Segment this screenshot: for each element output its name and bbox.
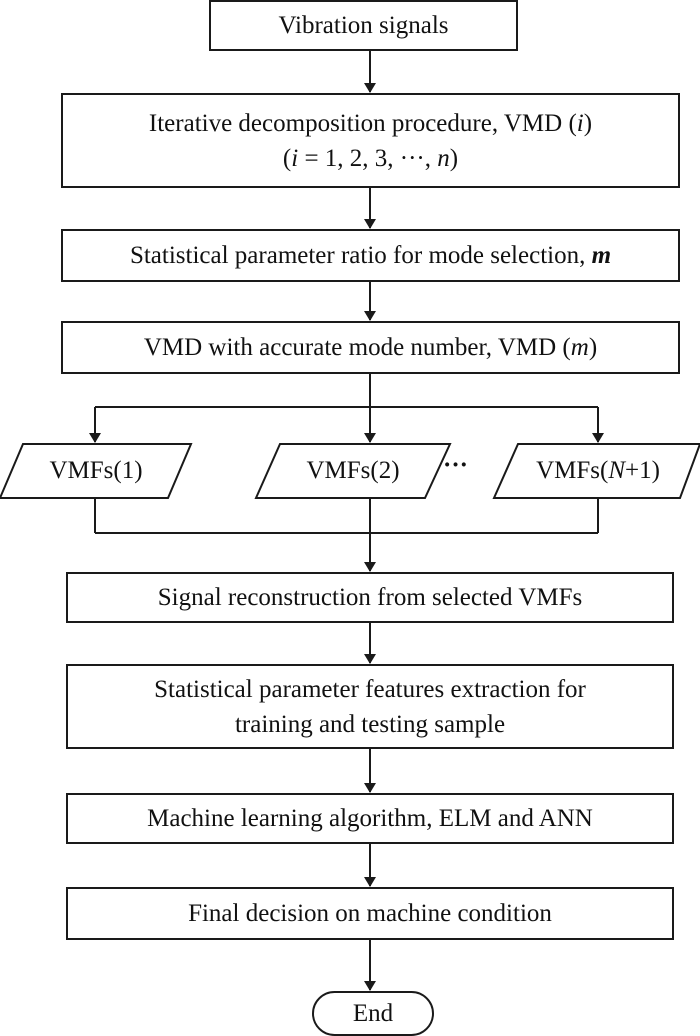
decomposition-text-2c: ) <box>449 144 459 172</box>
end-terminator: End <box>312 991 434 1036</box>
vmfs-ellipsis: ··· <box>443 452 469 479</box>
vmfs-2-parallelogram <box>254 443 452 499</box>
vmfs-2-label: VMFs(2) <box>268 444 438 498</box>
vibration-signals-label: Vibration signals <box>278 12 449 39</box>
vmd-accurate-text: VMD with accurate mode number, VMD ( <box>143 334 571 361</box>
vmd-accurate-var-m: m <box>570 334 589 361</box>
vmfs-n1-var: N <box>608 457 625 484</box>
features-extraction-box: Statistical parameter features extractio… <box>66 664 674 749</box>
vmfs-2-text: VMFs(2) <box>306 457 400 484</box>
vmfs-1-label: VMFs(1) <box>10 444 182 498</box>
ratio-var-m: m <box>591 242 612 269</box>
signal-reconstruction-box: Signal reconstruction from selected VMFs <box>66 572 674 623</box>
vmfs-n1-text: VMFs(N+1) <box>536 457 660 485</box>
decomposition-var-n: n <box>437 144 450 172</box>
decomposition-line-1: Iterative decomposition procedure, VMD (… <box>149 106 592 141</box>
vmd-accurate-label: VMD with accurate mode number, VMD (m) <box>144 330 597 365</box>
vmfs-1-text: VMFs(1) <box>49 457 143 484</box>
vmd-accurate-text-end: ) <box>588 334 598 361</box>
features-line-1: Statistical parameter features extractio… <box>154 675 586 703</box>
machine-learning-box: Machine learning algorithm, ELM and ANN <box>66 793 674 844</box>
signal-reconstruction-label: Signal reconstruction from selected VMFs <box>157 584 583 611</box>
end-label: End <box>352 999 394 1027</box>
vmfs-n1-post: +1) <box>625 457 660 484</box>
decomposition-line-2: (i = 1, 2, 3, ···, n) <box>283 141 458 176</box>
vmd-accurate-box: VMD with accurate mode number, VMD (m) <box>61 321 680 374</box>
vmfs-n1-pre: VMFs( <box>536 457 609 484</box>
machine-learning-label: Machine learning algorithm, ELM and ANN <box>147 805 593 832</box>
iterative-decomposition-box: Iterative decomposition procedure, VMD (… <box>61 93 680 188</box>
parameter-ratio-box: Statistical parameter ratio for mode sel… <box>61 229 680 282</box>
decomposition-var-i: i <box>576 109 584 137</box>
decomposition-text-1a: Iterative decomposition procedure, VMD ( <box>148 109 577 137</box>
decomposition-text-2b: = 1, 2, 3, ···, <box>298 144 438 172</box>
decomposition-text-1b: ) <box>583 109 593 137</box>
ratio-text: Statistical parameter ratio for mode sel… <box>129 242 592 269</box>
vmfs-1-parallelogram <box>0 443 193 499</box>
vmfs-n1-parallelogram <box>492 443 700 499</box>
final-decision-label: Final decision on machine condition <box>188 900 552 927</box>
vibration-signals-box: Vibration signals <box>209 0 518 51</box>
decomposition-var-i-2: i <box>291 144 299 172</box>
decomposition-text-2a: ( <box>282 144 292 172</box>
vmfs-n1-label: VMFs(N+1) <box>506 444 690 498</box>
final-decision-box: Final decision on machine condition <box>66 887 674 940</box>
parameter-ratio-label: Statistical parameter ratio for mode sel… <box>130 238 611 273</box>
features-line-2: training and testing sample <box>234 710 506 738</box>
